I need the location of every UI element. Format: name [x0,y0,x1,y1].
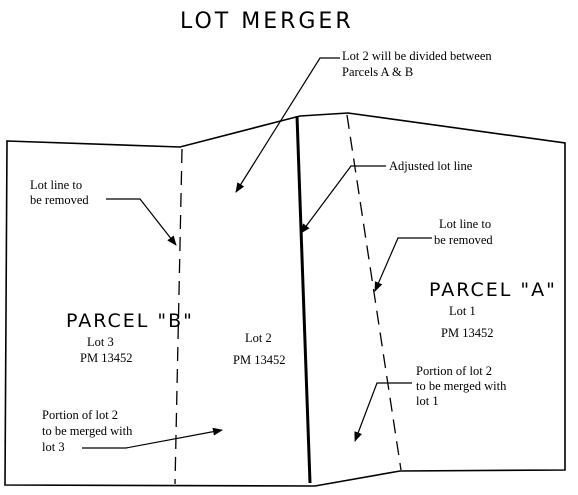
note-removed-left-line2: be removed [30,193,89,207]
lot1-pm: PM 13452 [441,326,493,340]
arrow-removed-left [106,198,177,246]
diagram-title: LOT MERGER [180,9,354,34]
removed-lot-line-left [174,148,183,485]
note-merge-lot3-line2: to be merged with [42,424,133,438]
lot3-name: Lot 3 [87,335,114,349]
note-removed-left-line1: Lot line to [30,178,82,192]
note-removed-right-line2: be removed [434,233,493,247]
note-merge-lot1-line3: lot 1 [416,394,439,408]
note-merge-lot3-line3: lot 3 [42,440,65,454]
lot3-pm: PM 13452 [80,351,132,365]
note-merge-lot1-line2: to be merged with [416,379,507,393]
parcel-b-label: PARCEL "B" [66,310,194,332]
arrow-removed-right [374,237,432,292]
arrow-merge-lot1 [354,382,412,442]
parcel-a-label: PARCEL "A" [429,279,557,301]
arrow-merge-lot3 [82,427,223,449]
lot2-name: Lot 2 [245,331,272,345]
note-lot2-divided-line2: Parcels A & B [342,65,413,79]
removed-lot-line-right [346,114,402,471]
outer-boundary [4,112,566,487]
arrow-adjusted-line [300,165,386,234]
note-merge-lot1-line1: Portion of lot 2 [416,364,492,378]
lot1-name: Lot 1 [449,304,476,318]
note-merge-lot3-line1: Portion of lot 2 [42,408,118,422]
arrow-lot2-divided [235,57,340,193]
note-removed-right-line1: Lot line to [439,217,491,231]
lot2-pm: PM 13452 [233,353,285,367]
note-lot2-divided-line1: Lot 2 will be divided between [342,49,492,63]
note-adjusted-line: Adjusted lot line [389,159,473,173]
adjusted-lot-line [295,115,312,484]
